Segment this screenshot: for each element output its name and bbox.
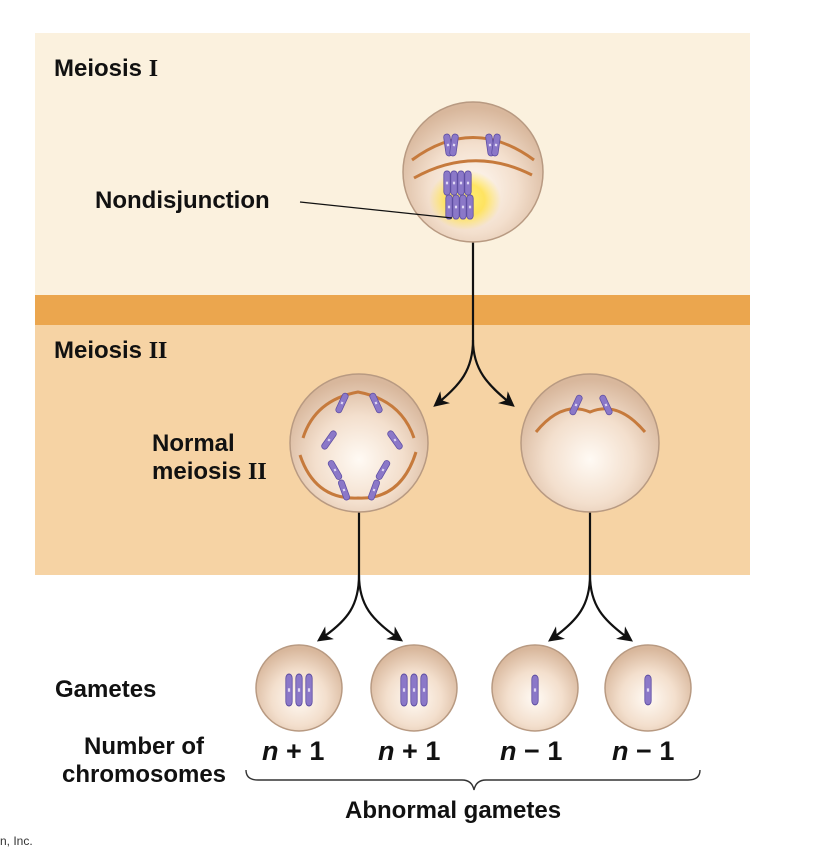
normal-meiosis2-cell (289, 373, 429, 513)
division-arrows (316, 238, 633, 642)
gamete-2-count: n + 1 (378, 736, 440, 767)
band-divider (35, 295, 750, 325)
gamete-1-var: n (262, 736, 279, 766)
copyright-fragment: n, Inc. (0, 834, 33, 848)
number-line2: chromosomes (61, 760, 227, 788)
meiosis2-numeral: II (148, 338, 168, 364)
normal-line2-numeral: II (248, 458, 267, 485)
number-line1: Number of (84, 733, 204, 760)
gamete-4 (604, 644, 692, 732)
gamete-3-count: n − 1 (500, 736, 562, 767)
meiosis1-cell (402, 101, 544, 243)
abnormal-gametes-label: Abnormal gametes (345, 797, 562, 824)
meiosis1-prefix: Meiosis (54, 55, 149, 82)
meiosis1-label: Meiosis I (54, 55, 158, 84)
gamete-3-var: n (500, 736, 517, 766)
meiosis2-prefix: Meiosis (54, 337, 149, 364)
gamete-4-var: n (612, 736, 629, 766)
spindle (298, 451, 418, 500)
gamete-2-op: + (402, 736, 418, 766)
gamete-1-count: n + 1 (262, 736, 324, 767)
meiosis1-numeral: I (148, 56, 159, 82)
gamete-4-count: n − 1 (612, 736, 674, 767)
meiosis1-band (35, 33, 750, 295)
normal-line2: meiosis II (152, 458, 267, 487)
abnormal-bracket (245, 769, 701, 791)
normal-line1: Normal (152, 430, 235, 457)
gamete-4-num: 1 (659, 736, 675, 766)
meiosis2-cell-right (520, 373, 660, 513)
gamete-1-num: 1 (309, 736, 325, 766)
gamete-2-var: n (378, 736, 395, 766)
gamete-2 (370, 644, 458, 732)
gamete-3 (491, 644, 579, 732)
gamete-3-op: − (524, 736, 540, 766)
normal-line2-prefix: meiosis (152, 457, 249, 485)
gamete-4-op: − (636, 736, 652, 766)
spindle (534, 407, 647, 433)
gamete-2-num: 1 (425, 736, 441, 766)
gamete-1 (255, 644, 343, 732)
nondisjunction-label: Nondisjunction (95, 187, 270, 214)
meiosis2-label: Meiosis II (54, 337, 167, 366)
spindle (301, 390, 416, 439)
gamete-1-op: + (286, 736, 302, 766)
spindle (411, 136, 535, 162)
gametes-label: Gametes (55, 676, 157, 703)
gamete-3-num: 1 (547, 736, 563, 766)
spindle (413, 159, 533, 180)
nondisjunction-pointer (299, 201, 453, 219)
